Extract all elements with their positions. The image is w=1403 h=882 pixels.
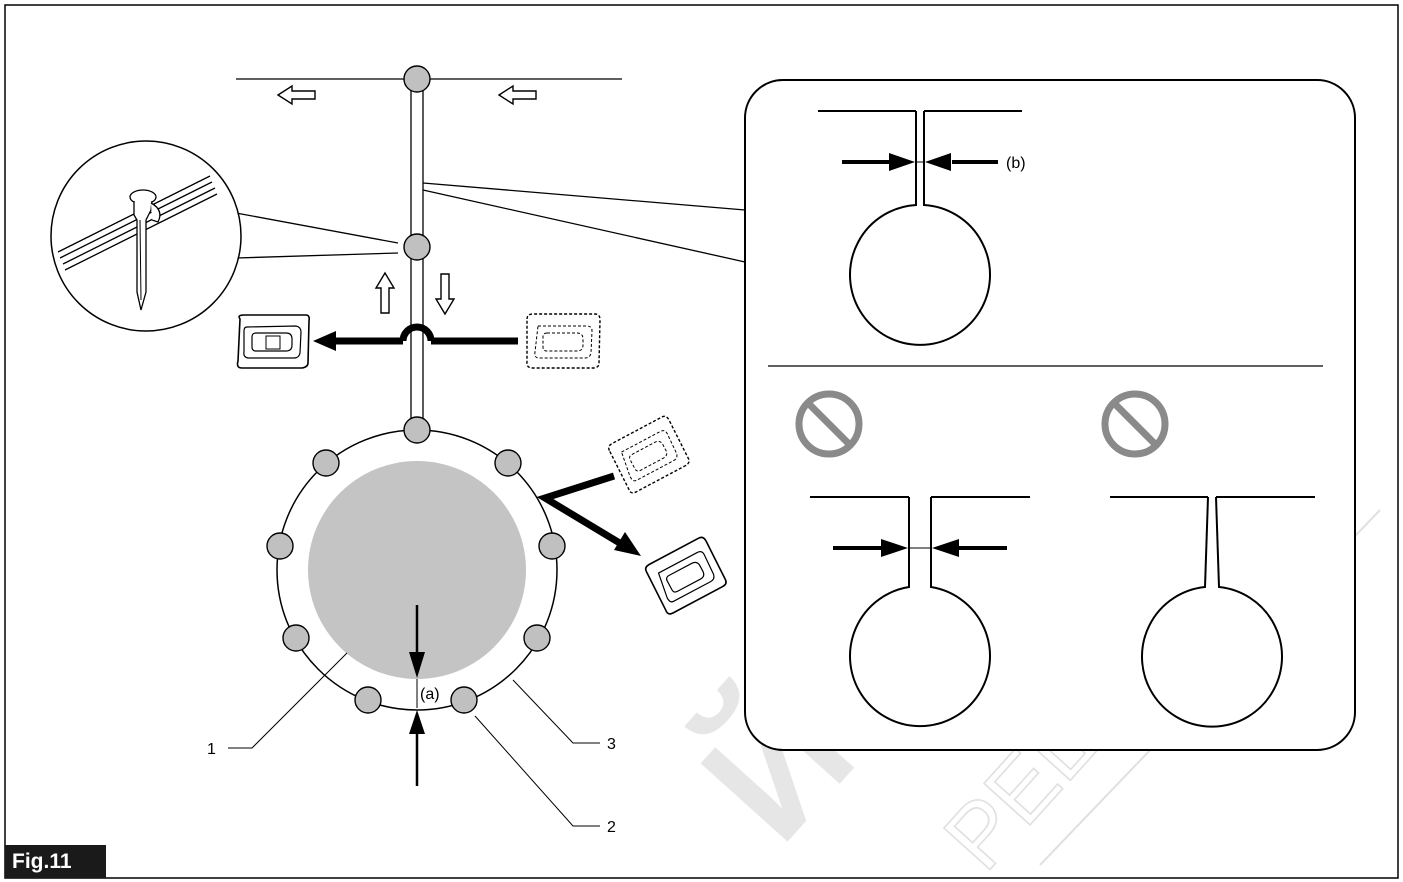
wire-peg xyxy=(403,65,431,93)
detail-panel xyxy=(744,79,1356,751)
callout-2: 2 xyxy=(607,819,616,836)
wire-peg xyxy=(494,449,522,477)
up-arrow xyxy=(374,271,396,314)
wire-peg xyxy=(403,233,431,261)
prohibited-icon xyxy=(795,390,863,458)
wire-peg xyxy=(523,624,551,652)
callout-leaders xyxy=(228,652,600,827)
peg-illustration xyxy=(57,175,218,311)
peg-detail-zoom xyxy=(50,140,399,332)
callout-1: 1 xyxy=(207,741,216,758)
wrong-example-tapered xyxy=(1110,496,1315,728)
mower-path-deflect xyxy=(536,472,641,556)
island-obstacle xyxy=(308,461,526,679)
robot-mower-ghost-icon xyxy=(608,415,690,494)
figure-frame xyxy=(4,4,1399,879)
wrong-gap-arrows xyxy=(833,539,1007,557)
wire-peg xyxy=(282,624,310,652)
direction-arrow-left-2 xyxy=(497,84,537,106)
down-arrow xyxy=(434,273,456,316)
distance-a-indicator xyxy=(409,605,425,786)
wire-peg xyxy=(450,686,478,714)
wire-peg xyxy=(538,532,566,560)
distance-b-indicator xyxy=(842,153,998,171)
prohibited-icon xyxy=(1101,390,1169,458)
wire-pegs xyxy=(266,65,566,714)
robot-mower-icon xyxy=(644,536,727,615)
direction-arrow-left-1 xyxy=(276,84,316,106)
callout-3: 3 xyxy=(607,736,616,753)
wire-gap-detail-zoom xyxy=(422,79,1356,751)
figure-label: Fig.11 xyxy=(5,845,106,878)
wire-peg xyxy=(266,532,294,560)
wrong-example-wide-gap xyxy=(810,496,1030,728)
correct-example xyxy=(818,110,1022,346)
wire-peg xyxy=(403,416,431,444)
wire-peg xyxy=(354,686,382,714)
mower-path-horizontal xyxy=(313,323,518,351)
label-a: (a) xyxy=(420,686,440,703)
robot-mower-icon xyxy=(236,314,310,369)
robot-mower-ghost-icon xyxy=(526,313,601,369)
label-b: (b) xyxy=(1006,155,1026,172)
wire-peg xyxy=(312,449,340,477)
